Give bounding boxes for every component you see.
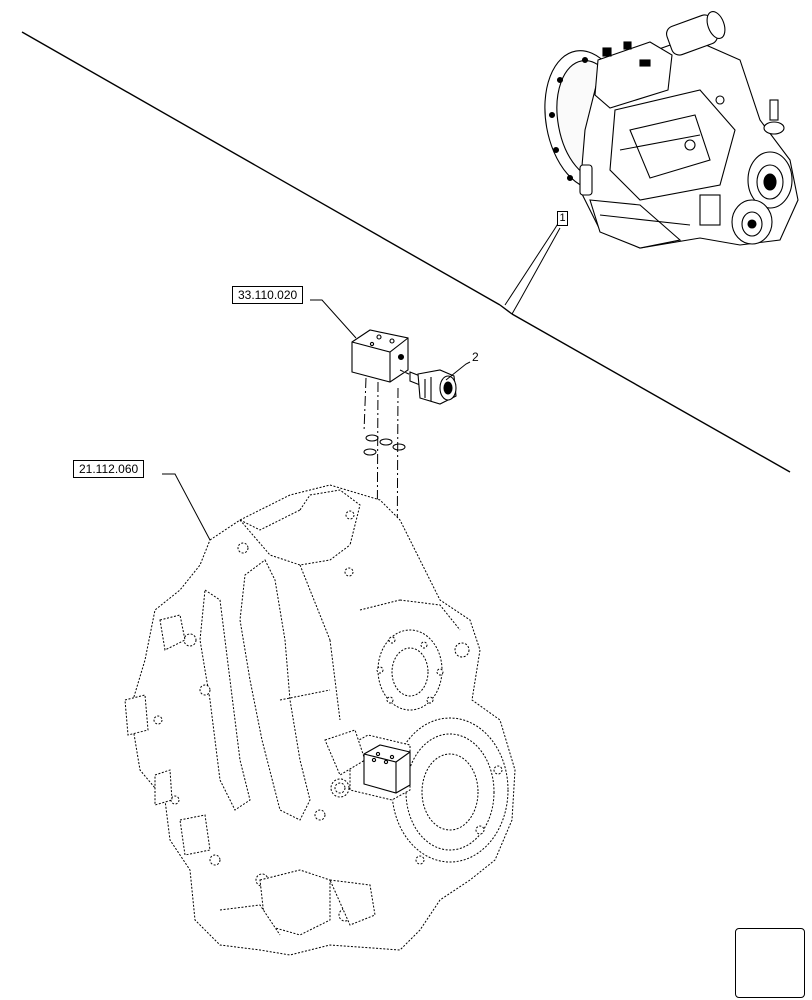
transmission-assembly-icon [544,11,799,249]
callout-item-2: 2 [472,350,479,364]
leader-line-1 [504,221,561,315]
o-ring-icon [363,434,406,456]
callout-item-1: 1 [557,211,568,226]
next-page-arrow-icon[interactable] [735,928,805,998]
fitting-icon [409,369,457,405]
leader-line-item-2 [445,361,471,381]
reference-label-21-112-060[interactable]: 21.112.060 [73,460,145,478]
gearbox-housing-icon [124,484,516,956]
reference-label-33-110-020[interactable]: 33.110.020 [232,286,304,304]
mounting-block-on-housing [363,744,411,794]
section-separator-line [21,31,791,473]
leader-line-33-110-020 [310,299,357,339]
valve-block-icon [351,329,409,383]
leader-line-21-112-060 [162,473,211,541]
